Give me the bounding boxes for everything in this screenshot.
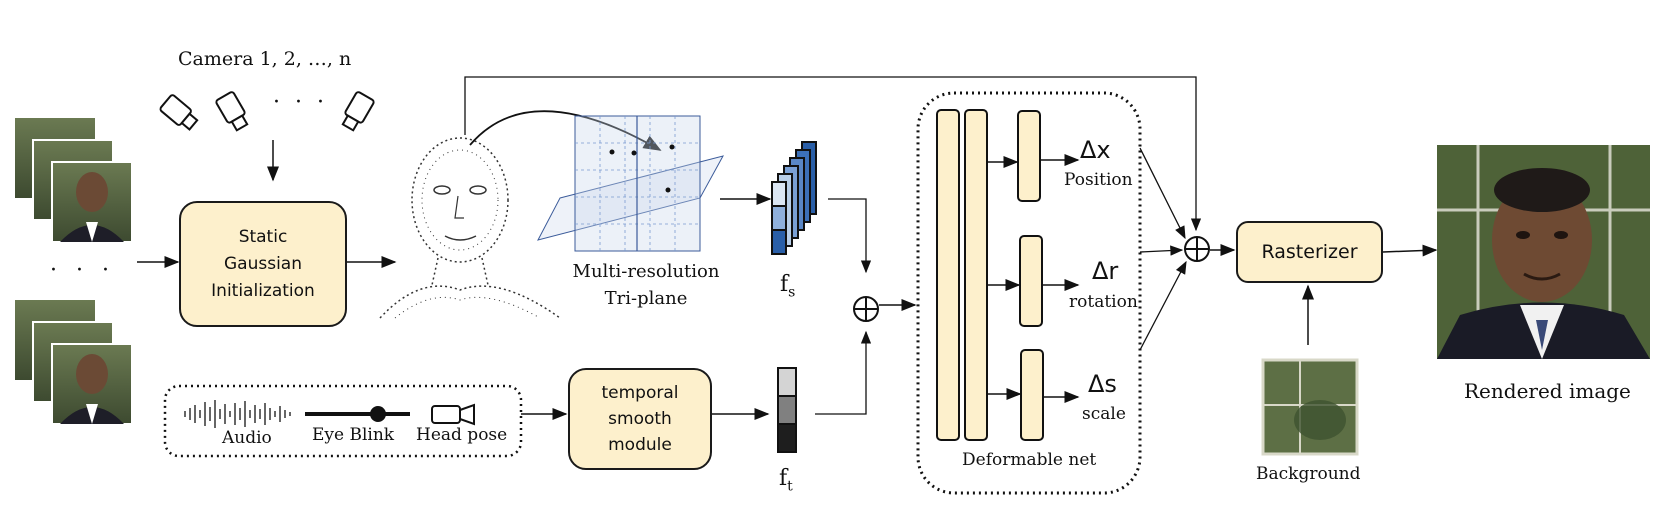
triplane-label: Multi-resolution Tri-plane (566, 258, 726, 312)
deformable-net-box (916, 91, 1142, 495)
ft-label-sub: t (787, 478, 793, 495)
static-gaussian-line1: Static (238, 226, 288, 247)
camera-ellipsis: · · · (273, 90, 328, 115)
background-label: Background (1256, 464, 1361, 484)
input-signals-box (163, 384, 523, 458)
fs-label-sub: s (788, 284, 796, 301)
ft-label-base: f (779, 466, 788, 491)
position-label: Position (1064, 170, 1133, 190)
camera-icons (159, 91, 375, 132)
delta-s-symbol: Δs (1088, 370, 1117, 398)
scale-label: scale (1082, 404, 1126, 424)
deformable-layers (936, 109, 1044, 441)
background-thumbnail (1261, 358, 1359, 456)
audio-label: Audio (222, 428, 272, 448)
combine-op-1 (853, 296, 879, 322)
fs-feature-stack (771, 141, 817, 255)
static-gaussian-line3: Initialization (211, 280, 315, 301)
rasterizer-label: Rasterizer (1261, 241, 1358, 263)
head-pose-label: Head pose (416, 425, 508, 445)
rotation-label: rotation (1069, 292, 1138, 312)
triplane-label-line1: Multi-resolution (572, 261, 720, 282)
video-ellipsis: · · · (50, 258, 115, 283)
eye-blink-label: Eye Blink (312, 425, 395, 445)
head-pose-camera-icon (431, 403, 475, 426)
ft-feature-bar (777, 367, 797, 453)
camera-label: Camera 1, 2, …, n (178, 48, 352, 70)
temporal-line2: smooth (608, 409, 672, 429)
input-frames-top (15, 118, 133, 243)
temporal-smooth-module-box: temporal smooth module (568, 368, 712, 470)
triplane-graphic (537, 115, 724, 252)
static-gaussian-initialization-box: Static Gaussian Initialization (179, 201, 347, 327)
delta-x-symbol: Δx (1080, 136, 1111, 164)
temporal-line3: module (608, 435, 672, 455)
ft-label: ft (779, 466, 793, 494)
eye-blink-slider-icon (305, 406, 410, 422)
deformable-net-label: Deformable net (962, 450, 1097, 470)
fs-label: fs (780, 272, 795, 300)
triplane-label-line2: Tri-plane (604, 288, 688, 309)
static-gaussian-line2: Gaussian (223, 253, 302, 274)
fs-label-base: f (780, 272, 789, 297)
audio-waveform-icon (184, 400, 291, 428)
gaussian-point-cloud (379, 137, 561, 319)
rendered-image-label: Rendered image (1464, 379, 1631, 403)
rendered-output-image (1437, 145, 1650, 359)
rasterizer-box: Rasterizer (1236, 221, 1383, 283)
combine-op-2 (1184, 236, 1210, 262)
delta-r-symbol: Δr (1092, 257, 1119, 285)
temporal-line1: temporal (601, 383, 679, 403)
input-frames-bottom (15, 300, 133, 425)
